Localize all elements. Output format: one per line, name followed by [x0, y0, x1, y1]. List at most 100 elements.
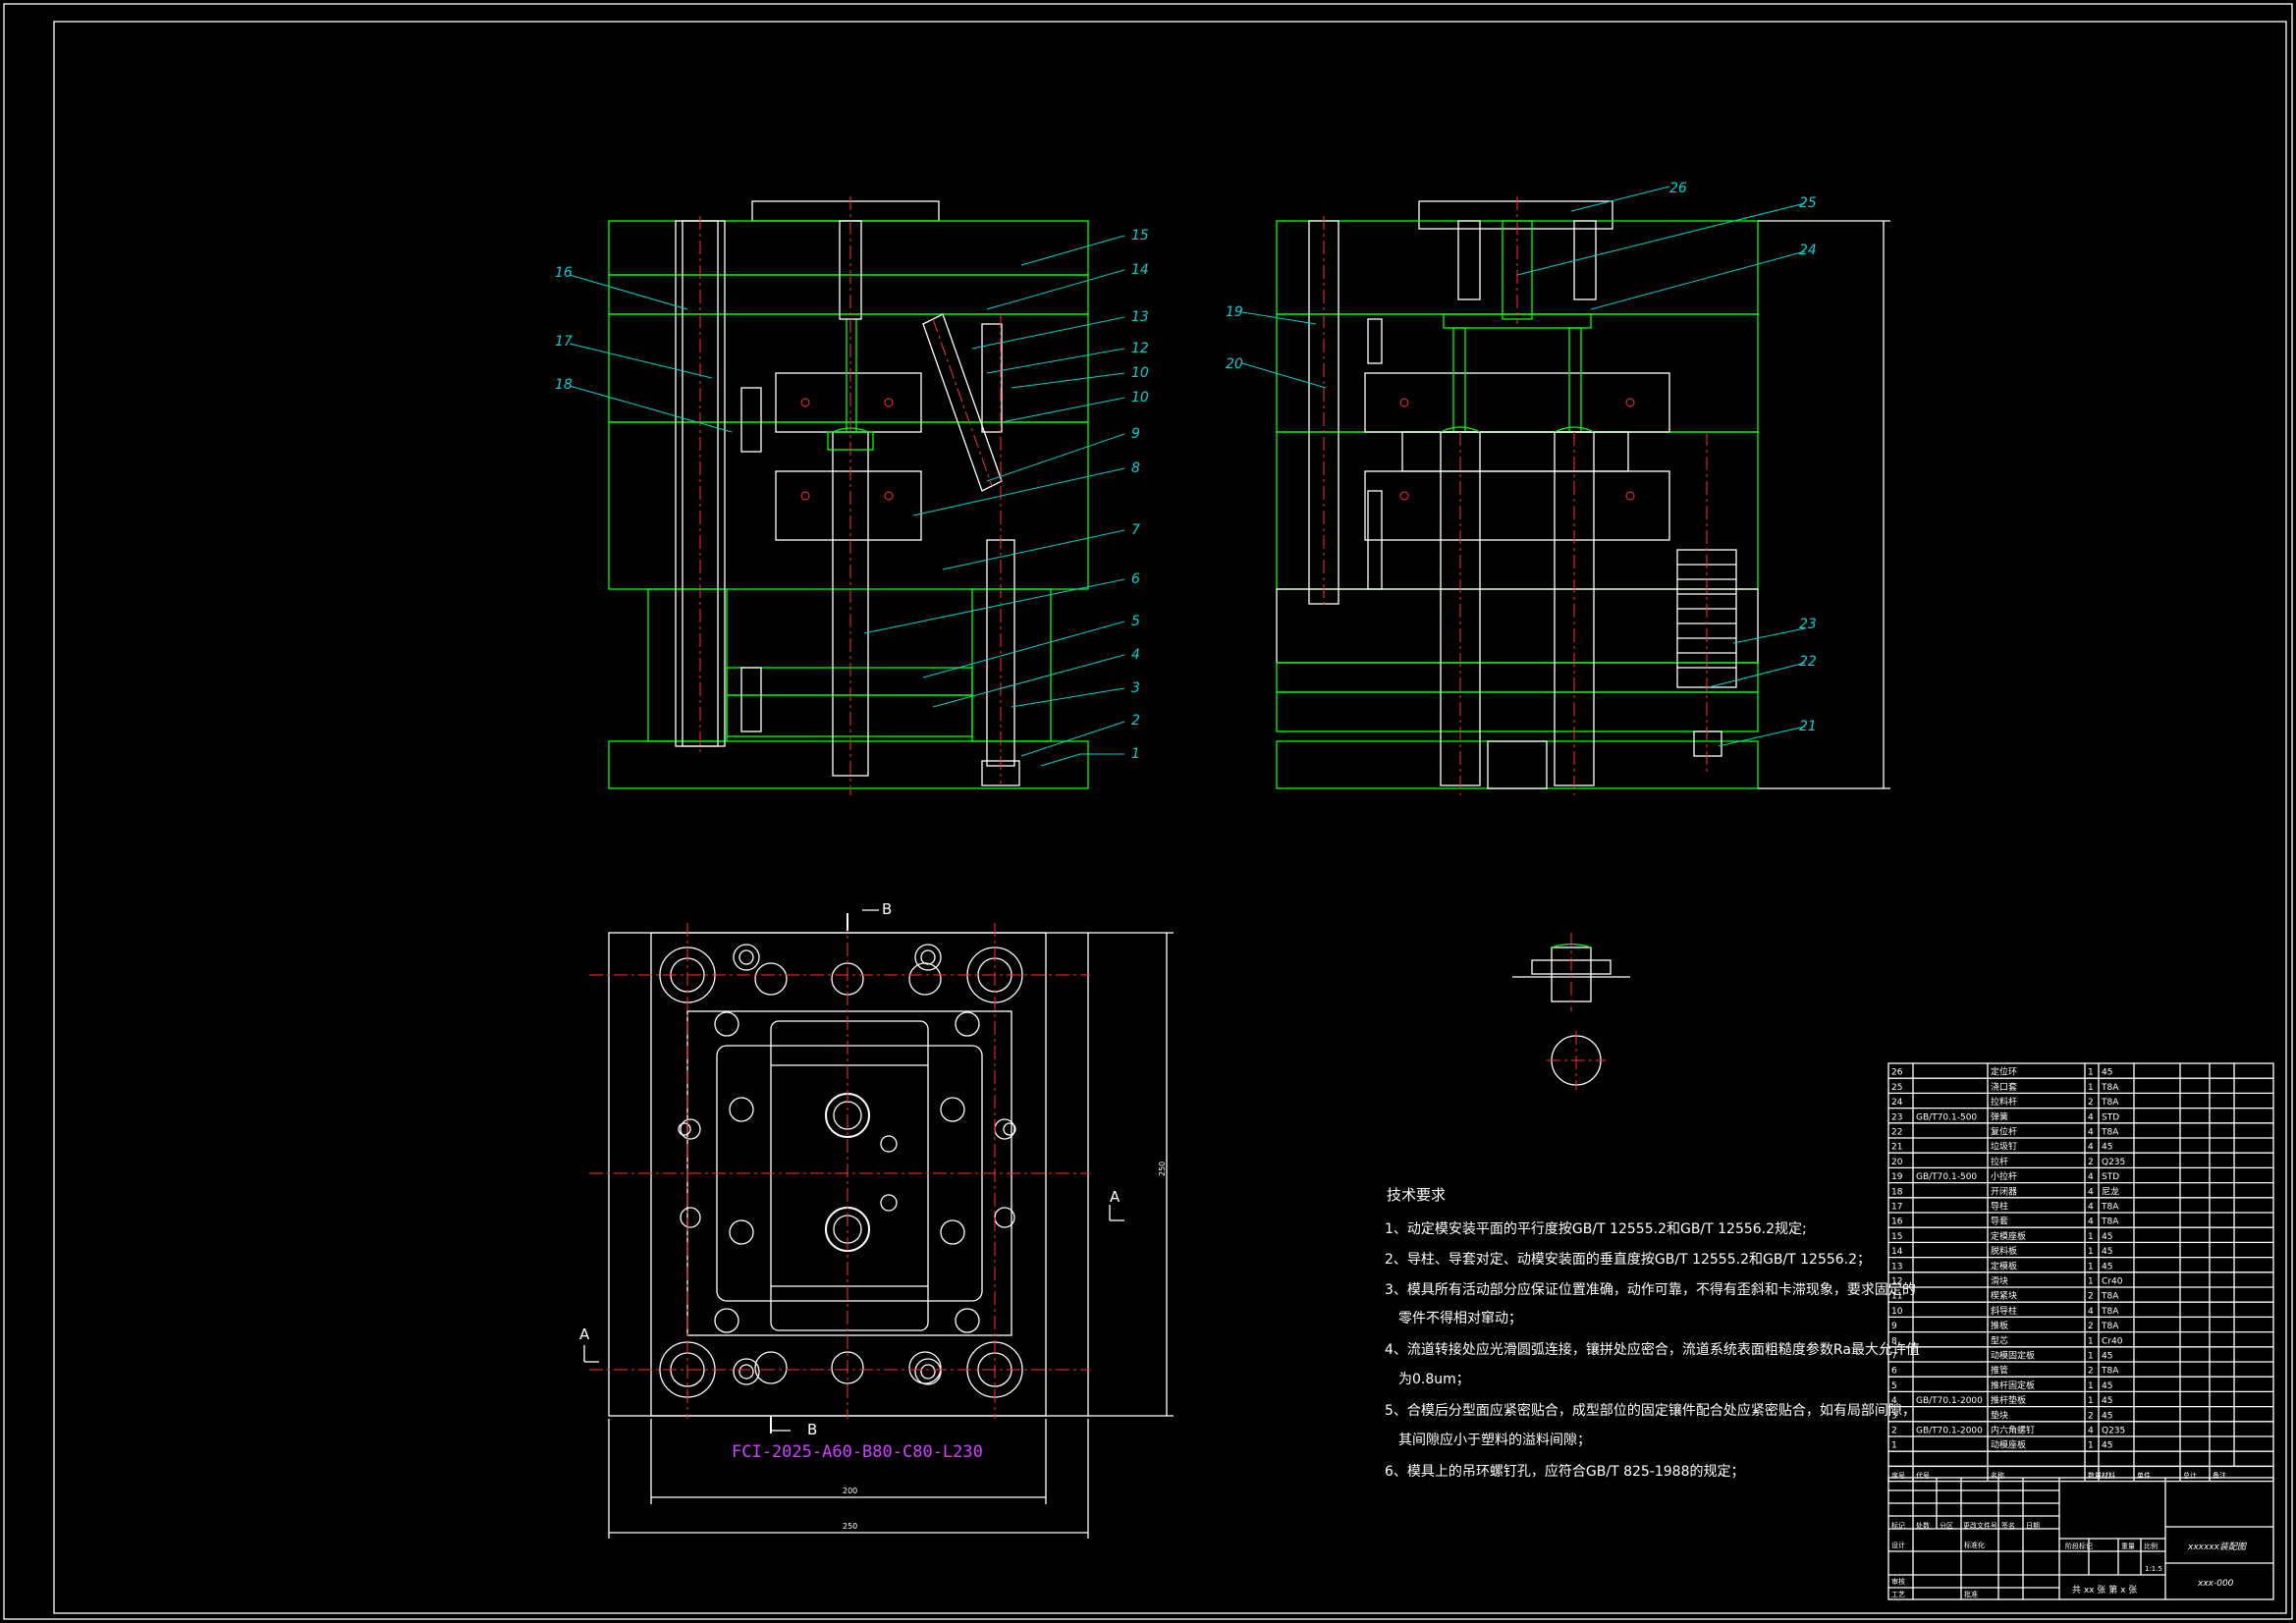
bom-header-no: 序号: [1891, 1471, 1905, 1480]
bom-cell-mat: T8A: [2101, 1217, 2119, 1227]
bom-cell-qty: 4: [2088, 1143, 2094, 1153]
bom-cell-name: 定位环: [1991, 1066, 2017, 1078]
bom-cell-name: 滑块: [1991, 1275, 2008, 1287]
callout-25: 25: [1799, 195, 1817, 211]
bom-header-std: 代号: [1916, 1471, 1930, 1480]
bom-cell-mat: 45: [2102, 1143, 2112, 1153]
dim-inner-width: 200: [843, 1487, 857, 1495]
bom-cell-qty: 1: [2088, 1068, 2094, 1078]
bom-cell-no: 24: [1891, 1098, 1903, 1108]
technical-requirements: 技术要求 1、动定模安装平面的平行度按GB/T 12555.2和GB/T 125…: [1385, 1186, 1920, 1480]
bom-cell-qty: 2: [2088, 1098, 2094, 1108]
bom-cell-name: 楔紧块: [1991, 1290, 2017, 1302]
bom-cell-mat: T8A: [2101, 1292, 2119, 1302]
bom-cell-mat: T8A: [2101, 1203, 2119, 1213]
callout-9: 9: [1131, 426, 1140, 442]
bom-cell-qty: 1: [2088, 1396, 2094, 1406]
bom-cell-qty: 4: [2088, 1307, 2094, 1317]
bom-cell-mat: 45: [2102, 1381, 2112, 1391]
bom-cell-qty: 4: [2088, 1217, 2094, 1227]
tb-label-approve: 批准: [1964, 1590, 1978, 1598]
bom-cell-no: 21: [1891, 1143, 1902, 1153]
bom-cell-no: 22: [1891, 1128, 1902, 1138]
bom-cell-no: 4: [1891, 1396, 1897, 1406]
bom-cell-name: 开闭器: [1991, 1185, 2017, 1197]
bom-cell-qty: 4: [2088, 1203, 2094, 1213]
bom-cell-no: 8: [1891, 1336, 1897, 1346]
plan-view: [583, 909, 1174, 1539]
callout-2: 2: [1131, 713, 1140, 729]
callout-21: 21: [1799, 719, 1817, 734]
bom-cell-no: 12: [1891, 1277, 1902, 1287]
bom-cell-mat: 45: [2102, 1411, 2112, 1421]
tb-label-sign: 签名: [2001, 1521, 2015, 1530]
bom-header-qty: 数量: [2088, 1471, 2102, 1480]
bom-header-note: 备注: [2213, 1471, 2226, 1480]
bom-cell-mat: STD: [2102, 1172, 2119, 1182]
callout-23: 23: [1799, 617, 1817, 632]
bom-cell-mat: Q235: [2102, 1427, 2125, 1436]
title-block: [1887, 1477, 2274, 1600]
tech-line-3: 3、模具所有活动部分应保证位置准确，动作可靠，不得有歪斜和卡滞现象，要求固定的: [1385, 1281, 1916, 1298]
bom-cell-name: 小拉杆: [1991, 1170, 2017, 1182]
callout-20: 20: [1226, 356, 1243, 372]
bom-cell-no: 10: [1891, 1307, 1903, 1317]
tb-label-date: 日期: [2026, 1522, 2040, 1530]
bom-cell-qty: 1: [2088, 1277, 2094, 1287]
bom-cell-name: 浇口套: [1991, 1081, 2017, 1093]
bom-header-mat: 材料: [2102, 1471, 2115, 1480]
tech-line-6: 为0.8um；: [1398, 1372, 1470, 1387]
tb-label-process: 工艺: [1891, 1591, 1905, 1598]
bom-cell-name: 推板: [1991, 1320, 2008, 1331]
bom-cell-no: 7: [1891, 1352, 1897, 1362]
bom-cell-std: GB/T70.1-2000: [1916, 1427, 1983, 1436]
dim-outer-width: 250: [843, 1522, 857, 1531]
bom-cell-no: 9: [1891, 1322, 1897, 1331]
bom-cell-mat: 45: [2102, 1068, 2112, 1078]
bom-cell-mat: Cr40: [2102, 1336, 2123, 1346]
bom-cell-qty: 4: [2088, 1187, 2094, 1197]
bom-cell-name: 内六角螺钉: [1991, 1425, 2035, 1436]
tech-line-2: 2、导柱、导套对定、动模安装面的垂直度按GB/T 12555.2和GB/T 12…: [1385, 1251, 1871, 1268]
bom-cell-name: 斜导柱: [1991, 1305, 2017, 1317]
bom-cell-qty: 4: [2088, 1128, 2094, 1138]
tb-label-zone: 分区: [1940, 1521, 1953, 1530]
bom-cell-std: GB/T70.1-500: [1916, 1112, 1977, 1122]
bom-cell-no: 25: [1891, 1083, 1902, 1093]
callout-17: 17: [555, 334, 573, 350]
bom-cell-no: 14: [1891, 1247, 1903, 1257]
bom-cell-name: 弹簧: [1991, 1110, 2008, 1122]
bom-cell-mat: T8A: [2101, 1307, 2119, 1317]
bom-cell-mat: 尼龙: [2102, 1185, 2119, 1197]
callout-16: 16: [555, 265, 573, 281]
callout-15: 15: [1131, 228, 1149, 243]
tech-line-7: 5、合模后分型面应紧密贴合，成型部位的固定镶件配合处应紧密贴合，如有局部间隙，: [1385, 1402, 1916, 1419]
bom-cell-no: 13: [1891, 1262, 1902, 1271]
bom-cell-qty: 1: [2088, 1247, 2094, 1257]
bom-cell-name: 拉料杆: [1991, 1096, 2017, 1108]
bom-cell-no: 23: [1891, 1112, 1902, 1122]
tb-label-review: 审核: [1891, 1577, 1905, 1586]
bom-cell-no: 18: [1891, 1187, 1903, 1197]
bom-cell-mat: T8A: [2101, 1128, 2119, 1138]
view-b-callouts: 19 20 21 22 23 24 25 26: [1226, 181, 1817, 734]
tb-drawing-name: xxxxxx装配图: [2187, 1542, 2248, 1552]
tech-line-5: 4、流道转接处应光滑圆弧连接，镶拼处应密合，流道系统表面粗糙度参数Ra最大允许值: [1385, 1341, 1920, 1358]
section-mark-a-left: A: [579, 1325, 590, 1343]
plan-label: FCI-2025-A60-B80-C80-L230: [732, 1442, 983, 1462]
bom-cell-name: 脱料板: [1991, 1245, 2017, 1257]
bom-cell-name: 动模座板: [1991, 1439, 2026, 1451]
bom-cell-name: 定模板: [1991, 1260, 2017, 1271]
bom-header-name: 名称: [1991, 1471, 2004, 1480]
callout-1: 1: [1131, 746, 1140, 762]
callout-8: 8: [1131, 460, 1140, 476]
tb-label-design: 设计: [1891, 1541, 1905, 1549]
callout-24: 24: [1799, 243, 1817, 258]
section-mark-a-right: A: [1110, 1188, 1121, 1206]
bom-cell-qty: 1: [2088, 1262, 2094, 1271]
dim-height: 250: [1158, 1162, 1167, 1176]
bom-cell-mat: Q235: [2102, 1158, 2125, 1167]
bom-cell-qty: 2: [2088, 1367, 2094, 1377]
callout-7: 7: [1131, 522, 1140, 538]
